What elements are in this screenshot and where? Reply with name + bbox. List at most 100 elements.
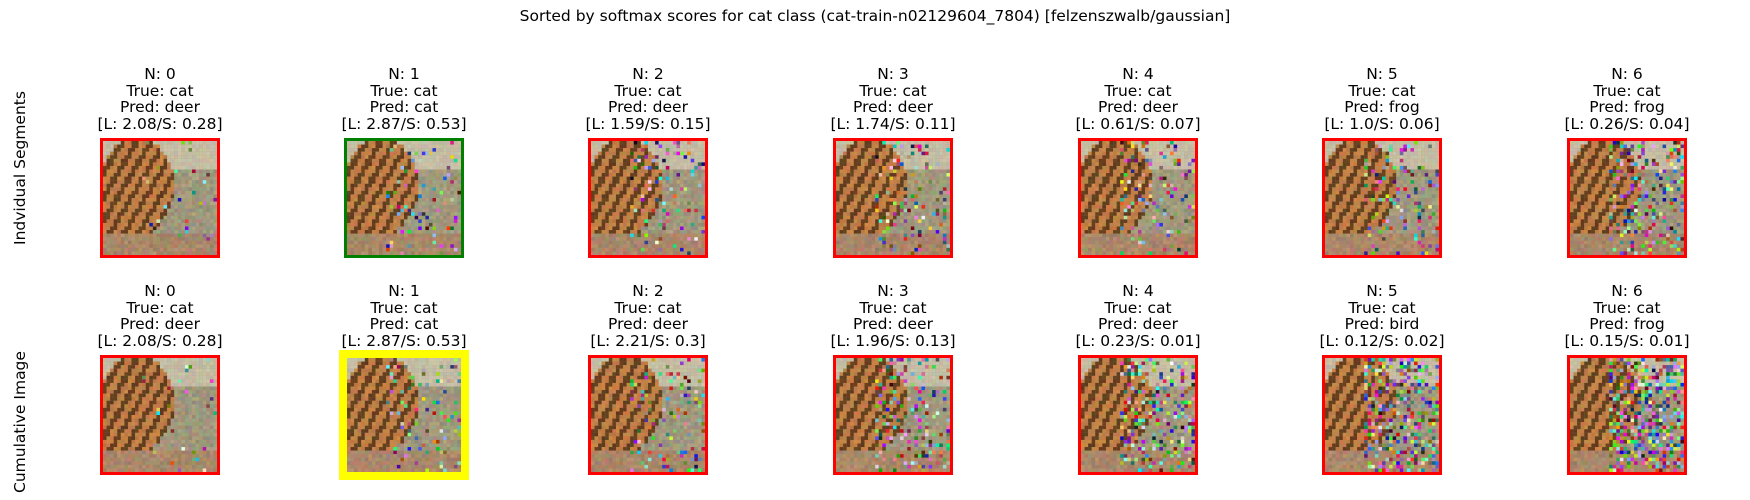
caption-true: True: cat <box>370 81 438 100</box>
caption-pred: Pred: frog <box>1589 315 1665 333</box>
caption-pred: Pred: frog <box>1589 98 1665 116</box>
caption-n: N: 3 <box>877 282 909 300</box>
caption-n: N: 1 <box>388 282 420 300</box>
image-thumbnail <box>100 355 220 475</box>
caption-pred: Pred: deer <box>1098 98 1178 116</box>
image-thumbnail <box>100 138 220 258</box>
caption-n: N: 5 <box>1366 65 1398 83</box>
caption-n: N: 2 <box>632 282 664 300</box>
caption-pred: Pred: deer <box>120 98 200 116</box>
image-thumbnail <box>1078 138 1198 258</box>
caption-n: N: 2 <box>632 65 664 83</box>
caption-score: [L: 1.59/S: 0.15] <box>585 114 711 133</box>
caption-pred: Pred: frog <box>1344 98 1420 116</box>
caption-score: [L: 0.15/S: 0.01] <box>1564 331 1690 350</box>
caption-pred: Pred: cat <box>369 315 439 333</box>
caption-n: N: 4 <box>1122 65 1154 83</box>
caption-score: [L: 0.61/S: 0.07] <box>1075 114 1201 133</box>
caption-n: N: 0 <box>144 282 176 300</box>
caption-pred: Pred: cat <box>369 98 439 116</box>
image-thumbnail <box>1567 138 1687 258</box>
caption-true: True: cat <box>614 81 682 100</box>
caption-score: [L: 0.23/S: 0.01] <box>1075 331 1201 350</box>
image-thumbnail <box>1322 355 1442 475</box>
caption-score: [L: 2.08/S: 0.28] <box>97 114 223 133</box>
image-thumbnail <box>1322 138 1442 258</box>
caption-score: [L: 2.87/S: 0.53] <box>341 114 467 133</box>
image-thumbnail <box>1078 355 1198 475</box>
row-label-cumulative-image: Cumulative Image <box>11 351 29 493</box>
caption-true: True: cat <box>614 298 682 317</box>
image-thumbnail <box>344 138 464 258</box>
caption-score: [L: 2.87/S: 0.53] <box>341 331 467 350</box>
image-thumbnail <box>339 350 469 480</box>
caption-n: N: 6 <box>1611 282 1643 300</box>
caption-true: True: cat <box>126 298 194 317</box>
caption-true: True: cat <box>859 298 927 317</box>
caption-score: [L: 2.21/S: 0.3] <box>590 331 706 350</box>
caption-score: [L: 1.74/S: 0.11] <box>830 114 956 133</box>
image-thumbnail <box>588 138 708 258</box>
caption-true: True: cat <box>1348 81 1416 100</box>
caption-pred: Pred: deer <box>1098 315 1178 333</box>
caption-true: True: cat <box>1593 81 1661 100</box>
caption-n: N: 4 <box>1122 282 1154 300</box>
caption-pred: Pred: deer <box>853 98 933 116</box>
caption-score: [L: 0.12/S: 0.02] <box>1319 331 1445 350</box>
caption-n: N: 1 <box>388 65 420 83</box>
caption-pred: Pred: deer <box>608 98 688 116</box>
caption-true: True: cat <box>1104 298 1172 317</box>
caption-true: True: cat <box>1348 298 1416 317</box>
caption-pred: Pred: deer <box>608 315 688 333</box>
caption-pred: Pred: deer <box>853 315 933 333</box>
caption-true: True: cat <box>1104 81 1172 100</box>
figure-title: Sorted by softmax scores for cat class (… <box>519 7 1231 25</box>
caption-score: [L: 2.08/S: 0.28] <box>97 331 223 350</box>
image-thumbnail <box>588 355 708 475</box>
caption-true: True: cat <box>859 81 927 100</box>
caption-n: N: 3 <box>877 65 909 83</box>
caption-pred: Pred: bird <box>1344 315 1420 333</box>
caption-n: N: 6 <box>1611 65 1643 83</box>
caption-true: True: cat <box>126 81 194 100</box>
caption-score: [L: 1.0/S: 0.06] <box>1324 114 1440 133</box>
image-thumbnail <box>833 138 953 258</box>
caption-true: True: cat <box>370 298 438 317</box>
image-thumbnail <box>1567 355 1687 475</box>
caption-score: [L: 0.26/S: 0.04] <box>1564 114 1690 133</box>
caption-true: True: cat <box>1593 298 1661 317</box>
row-label-individual-segments: Indvidual Segments <box>11 91 29 245</box>
caption-pred: Pred: deer <box>120 315 200 333</box>
caption-n: N: 0 <box>144 65 176 83</box>
caption-score: [L: 1.96/S: 0.13] <box>830 331 956 350</box>
caption-n: N: 5 <box>1366 282 1398 300</box>
